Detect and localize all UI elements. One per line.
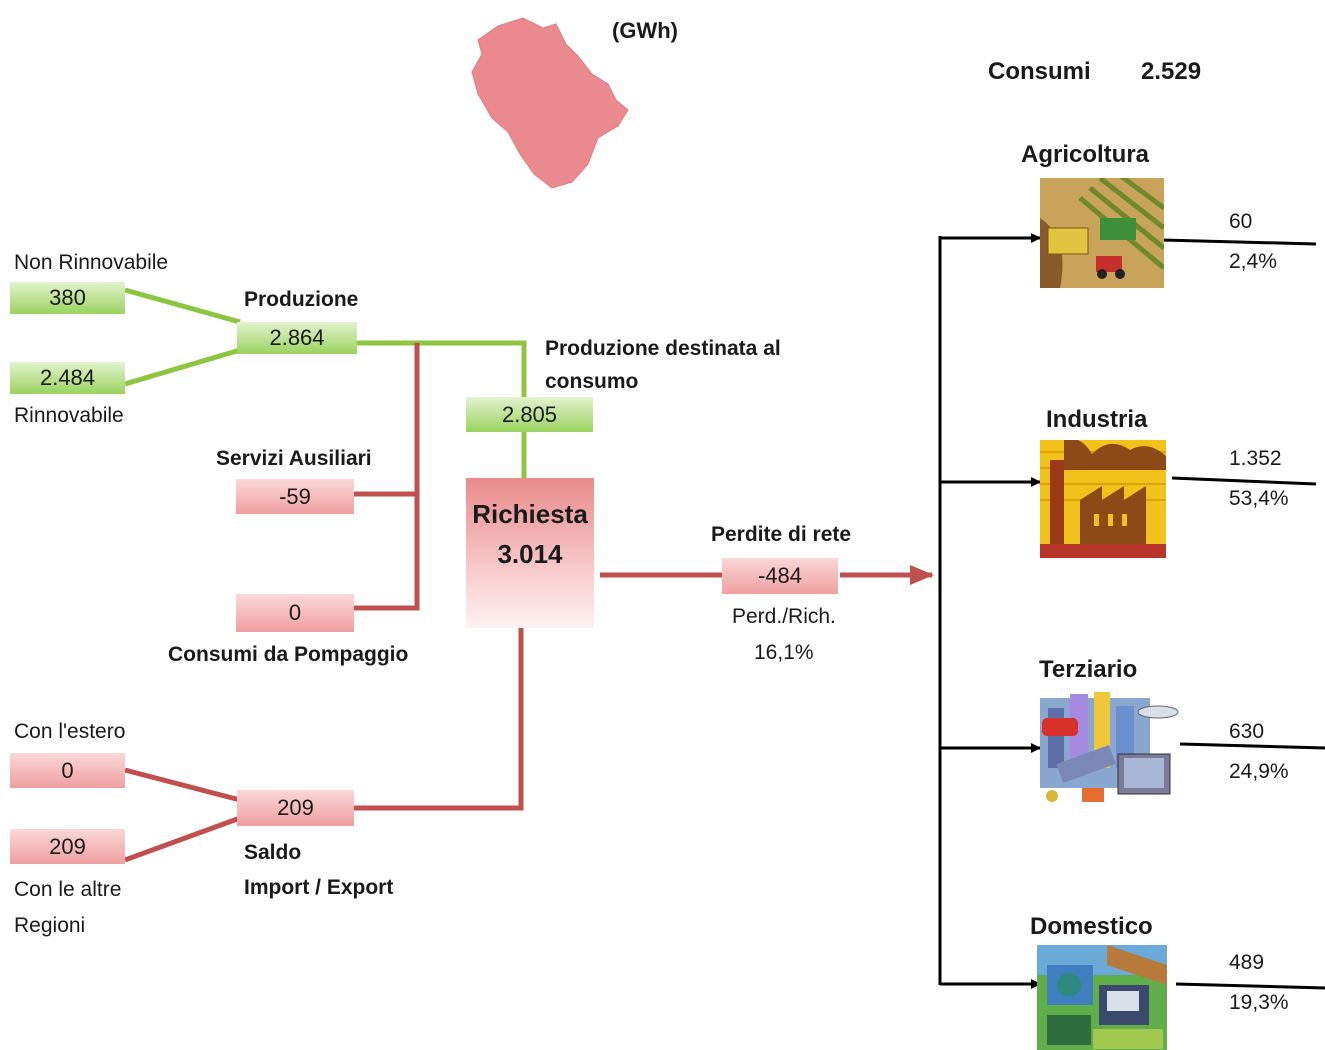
richiesta-value: 3.014: [497, 539, 563, 569]
basilicata-region-map: [471, 17, 629, 189]
saldo-label-line1: Saldo: [244, 841, 302, 864]
destinata-value: 2.805: [466, 397, 593, 432]
consumi-value: 2.529: [1141, 58, 1202, 85]
richiesta-box: [466, 478, 594, 628]
sector-industria-share: 53,4%: [1229, 487, 1289, 510]
produzione-value: 2.864: [237, 322, 357, 354]
pompaggio-value: 0: [236, 594, 354, 632]
pompaggio-label: Consumi da Pompaggio: [168, 643, 409, 666]
loss-lines: [124, 343, 934, 863]
non-rinnovabile-value: 380: [10, 282, 125, 314]
estero-value: 0: [10, 753, 125, 788]
sector-agricoltura-value: 60: [1229, 210, 1253, 233]
agriculture-icon: [1040, 178, 1164, 288]
regioni-label-line2: Regioni: [14, 914, 86, 937]
saldo-label-line2: Import / Export: [244, 876, 394, 899]
perdite-value: -484: [722, 558, 838, 594]
production-lines: [124, 287, 527, 478]
perdite-ratio-value: 16,1%: [754, 641, 814, 664]
destinata-label-line2: consumo: [545, 370, 639, 393]
richiesta-label: Richiesta: [472, 499, 588, 529]
perdite-label: Perdite di rete: [711, 523, 852, 546]
servizi-ausiliari-label: Servizi Ausiliari: [216, 447, 372, 470]
sector-terziario-name: Terziario: [1039, 656, 1138, 683]
destinata-label-line1: Produzione destinata al: [545, 337, 781, 360]
sector-industria-value: 1.352: [1229, 447, 1282, 470]
rinnovabile-label: Rinnovabile: [14, 404, 124, 427]
regioni-label-line1: Con le altre: [14, 878, 122, 901]
estero-label: Con l'estero: [14, 720, 126, 743]
consumi-label: Consumi: [988, 58, 1091, 85]
sector-terziario-value: 630: [1229, 720, 1265, 743]
regioni-value: 209: [10, 829, 125, 864]
saldo-value: 209: [237, 790, 354, 826]
sector-domestico-share: 19,3%: [1229, 991, 1289, 1014]
sector-agricoltura-name: Agricoltura: [1021, 141, 1150, 168]
non-rinnovabile-label: Non Rinnovabile: [14, 251, 169, 274]
distribution-lines: [938, 233, 1325, 990]
perdite-ratio-label: Perd./Rich.: [732, 605, 836, 628]
services-icon: [1040, 692, 1179, 802]
sector-agricoltura-share: 2,4%: [1229, 250, 1277, 273]
sector-domestico-value: 489: [1229, 951, 1265, 974]
sector-terziario-share: 24,9%: [1229, 760, 1289, 783]
sector-domestico-name: Domestico: [1030, 913, 1153, 940]
household-icon: [1037, 945, 1167, 1050]
produzione-label: Produzione: [244, 288, 359, 311]
servizi-ausiliari-value: -59: [236, 479, 354, 514]
rinnovabile-value: 2.484: [10, 362, 125, 394]
sector-industria-name: Industria: [1046, 406, 1148, 433]
factory-icon: [1040, 440, 1166, 558]
unit-label: (GWh): [612, 18, 678, 43]
